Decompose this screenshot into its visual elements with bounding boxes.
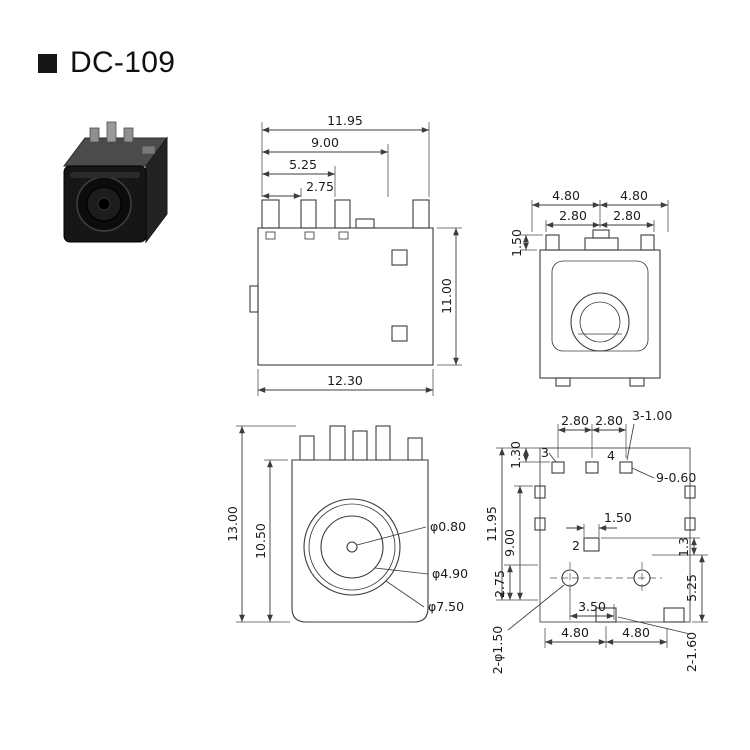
dim-fp-480-right: 4.80 bbox=[622, 625, 650, 640]
pad bbox=[684, 517, 696, 531]
dim-fp-525: 5.25 bbox=[684, 574, 699, 602]
dim-front-bottom-width: 12.30 bbox=[327, 373, 363, 388]
dim-fp-1195: 11.95 bbox=[484, 506, 499, 542]
title-bullet-square bbox=[38, 53, 57, 73]
photo-highlight bbox=[70, 172, 140, 178]
label-fp-holes: 2-φ1.50 bbox=[490, 626, 505, 675]
dim-fp-13: 1.3 bbox=[676, 537, 691, 557]
label-fp-pin3: 3 bbox=[541, 445, 549, 460]
photo-pin bbox=[106, 121, 117, 143]
pad bbox=[619, 461, 633, 474]
dim-face-1050: 10.50 bbox=[253, 523, 268, 559]
dim-side-150: 1.50 bbox=[509, 229, 524, 257]
photo-pin bbox=[141, 145, 156, 155]
footprint-view: 2.80 2.80 3-1.00 3 4 9-0.60 1.30 11.95 9… bbox=[484, 408, 708, 674]
label-fp-3x100: 3-1.00 bbox=[632, 408, 672, 423]
dim-fp-350: 3.50 bbox=[578, 599, 606, 614]
dim-front-top-width: 11.95 bbox=[327, 113, 363, 128]
dim-fp-480-left: 4.80 bbox=[561, 625, 589, 640]
face-view: 13.00 10.50 φ0.80 φ4.90 φ7.50 bbox=[225, 425, 468, 623]
pad-pin2 bbox=[583, 537, 600, 552]
face-center-pin bbox=[346, 541, 358, 553]
dim-face-dia-490: φ4.90 bbox=[432, 566, 468, 581]
photo-pin bbox=[89, 127, 100, 143]
dim-fp-275: 2.75 bbox=[492, 570, 507, 598]
page-title: DC-109 bbox=[70, 46, 176, 79]
dim-front-5: 5.25 bbox=[289, 157, 317, 172]
dim-face-dia-080: φ0.80 bbox=[430, 519, 466, 534]
face-outer-circle bbox=[303, 498, 401, 596]
front-body bbox=[257, 227, 434, 366]
label-fp-9x060: 9-0.60 bbox=[656, 470, 696, 485]
label-fp-pin2: 2 bbox=[572, 538, 580, 553]
title-row: DC-109 bbox=[38, 46, 175, 80]
dim-fp-150: 1.50 bbox=[604, 510, 632, 525]
product-photo bbox=[63, 121, 168, 244]
dim-front-height: 11.00 bbox=[439, 278, 454, 314]
pad bbox=[534, 517, 546, 531]
dim-side-280-left: 2.80 bbox=[559, 208, 587, 223]
pad bbox=[551, 461, 565, 474]
dim-front-2: 2.75 bbox=[306, 179, 334, 194]
dim-face-dia-750: φ7.50 bbox=[428, 599, 464, 614]
dim-fp-280-right: 2.80 bbox=[595, 413, 623, 428]
pad bbox=[585, 461, 599, 474]
face-mid-circle bbox=[320, 515, 384, 579]
side-body bbox=[539, 249, 661, 379]
dim-side-480-left: 4.80 bbox=[552, 188, 580, 203]
photo-pin bbox=[123, 127, 134, 143]
dim-fp-900: 9.00 bbox=[502, 529, 517, 557]
pad bbox=[684, 485, 696, 499]
pad-bottom bbox=[663, 607, 685, 623]
photo-center-pin bbox=[97, 197, 111, 211]
dim-face-1300: 13.00 bbox=[225, 506, 240, 542]
dim-fp-130: 1.30 bbox=[508, 441, 523, 469]
dim-fp-280-left: 2.80 bbox=[561, 413, 589, 428]
face-body bbox=[291, 459, 429, 623]
side-view: 4.80 4.80 2.80 2.80 1.50 bbox=[509, 188, 669, 387]
label-fp-2x160: 2-1.60 bbox=[684, 632, 699, 672]
label-fp-pin4: 4 bbox=[607, 448, 615, 463]
dim-side-280-right: 2.80 bbox=[613, 208, 641, 223]
front-view: 11.95 9.00 5.25 2.75 11.00 12.30 bbox=[249, 113, 462, 396]
pad bbox=[534, 485, 546, 499]
dim-side-480-right: 4.80 bbox=[620, 188, 648, 203]
dim-front-9: 9.00 bbox=[311, 135, 339, 150]
